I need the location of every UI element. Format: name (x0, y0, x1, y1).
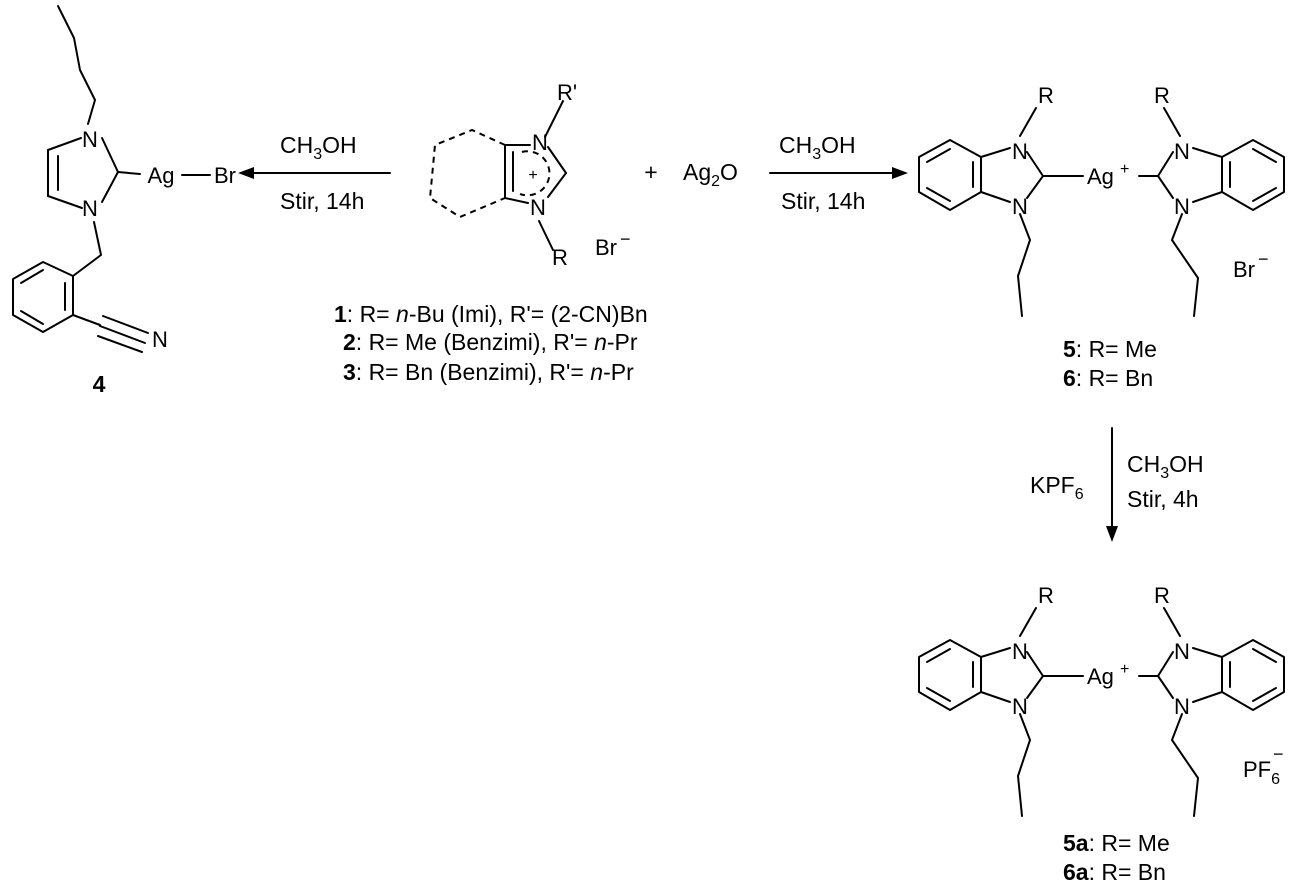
product-pf6-r-left: R (1038, 583, 1054, 608)
product-pf6-ag-charge: + (1120, 661, 1129, 678)
legend-compound-1: 1: R= n-Bu (Imi), R'= (2-CN)Bn (334, 301, 648, 327)
azolium-bromide: Br (595, 235, 617, 260)
down-salt: KPF6 (1030, 472, 1084, 503)
legend-compound-6a: 6a: R= Bn (1063, 859, 1166, 884)
arrow-down (1106, 427, 1118, 542)
product-bromide-counterion-charge: − (1258, 249, 1269, 269)
compound-4-number: 4 (93, 371, 106, 397)
compound-4-atom-ag: Ag (148, 163, 175, 188)
product-bromide-n1: N (1012, 139, 1028, 164)
compound-4-atom-n-bottom: N (82, 196, 98, 221)
azolium-r: R (552, 245, 568, 270)
product-bromide-ag: Ag (1087, 164, 1114, 189)
azolium-r-prime: R' (557, 80, 577, 105)
product-pf6-counterion: PF6 (1243, 757, 1280, 788)
compound-4-atom-n-nitrile: N (152, 327, 168, 352)
compound-4-structure (12, 5, 211, 353)
azolium-charge-plus: + (528, 167, 537, 184)
product-pf6-n1: N (1012, 639, 1028, 664)
product-pf6-r-right: R (1154, 583, 1170, 608)
azolium-atom-n-bottom: N (530, 195, 546, 220)
legend-compound-6: 6: R= Bn (1063, 365, 1153, 391)
down-solvent: CH3OH (1127, 451, 1204, 482)
compound-4-atom-n-top: N (82, 127, 98, 152)
arrow-left (238, 167, 391, 179)
plus-sign: + (644, 159, 657, 185)
down-conditions: Stir, 4h (1127, 486, 1199, 512)
compound-4-atom-br: Br (214, 163, 236, 188)
product-bromide-structure (918, 107, 1285, 317)
product-pf6-n3: N (1174, 639, 1190, 664)
product-pf6-ag: Ag (1087, 664, 1114, 689)
product-bromide-r-right: R (1154, 83, 1170, 108)
azolium-bromide-charge: − (620, 229, 631, 249)
azolium-structure (428, 100, 567, 251)
product-bromide-n2: N (1012, 194, 1028, 219)
silver-oxide: Ag2O (683, 159, 738, 190)
product-pf6-structure (918, 607, 1285, 817)
product-bromide-ag-charge: + (1120, 161, 1129, 178)
product-bromide-counterion: Br (1233, 257, 1255, 282)
legend-compound-5: 5: R= Me (1063, 336, 1157, 362)
left-conditions: Stir, 14h (280, 188, 364, 214)
right-conditions: Stir, 14h (781, 188, 865, 214)
product-pf6-counterion-charge: − (1273, 744, 1284, 764)
azolium-atom-n-top: N (532, 130, 548, 155)
product-bromide-n3: N (1174, 139, 1190, 164)
product-bromide-n4: N (1174, 194, 1190, 219)
arrow-right (769, 167, 908, 179)
product-bromide-r-left: R (1038, 83, 1054, 108)
legend-compound-5a: 5a: R= Me (1063, 830, 1170, 856)
product-pf6-n4: N (1174, 694, 1190, 719)
right-solvent: CH3OH (779, 132, 856, 163)
legend-compound-3: 3: R= Bn (Benzimi), R'= n-Pr (343, 359, 634, 385)
left-solvent: CH3OH (280, 132, 357, 163)
legend-compound-2: 2: R= Me (Benzimi), R'= n-Pr (343, 329, 638, 355)
product-pf6-n2: N (1012, 694, 1028, 719)
